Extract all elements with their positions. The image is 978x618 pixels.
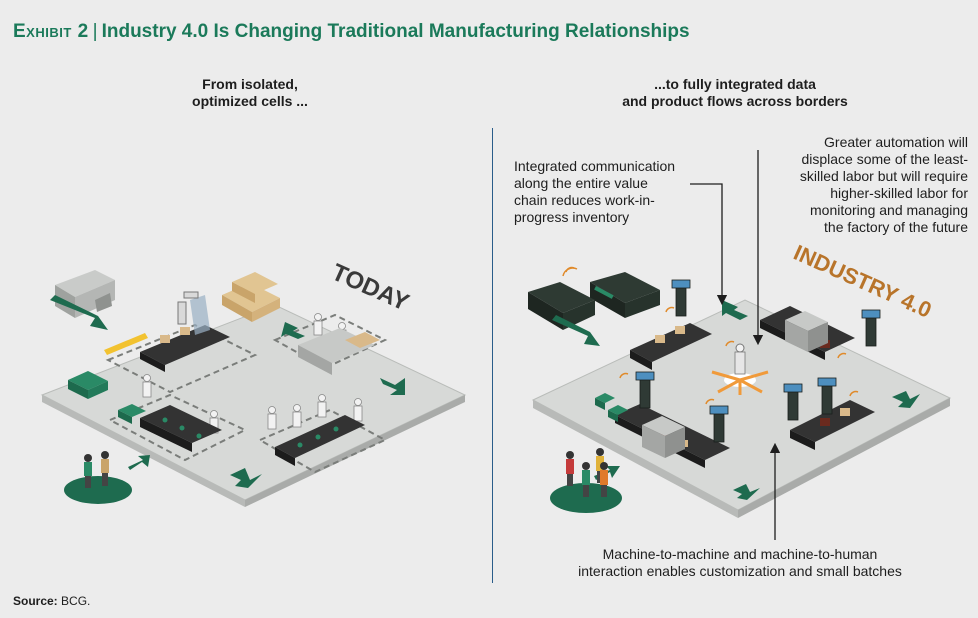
- inventory-boxes-icon: [68, 371, 146, 424]
- wireless-signal-icons: [562, 266, 859, 405]
- note-line: higher-skilled labor for: [830, 185, 968, 201]
- conveyor-icon: [630, 323, 712, 370]
- flow-arrow-icon: [380, 378, 405, 395]
- today-floor-edge: [245, 395, 465, 507]
- conveyor-icon: [790, 400, 875, 450]
- note-line: displace some of the least-: [801, 151, 968, 167]
- scanner-machine-icon: [642, 416, 685, 458]
- title-separator: |: [92, 21, 98, 42]
- inbound-arrow-icon: [50, 295, 108, 330]
- flow-arrow-icon: [733, 484, 760, 500]
- scanner-machine-icon: [785, 311, 828, 352]
- note-line: monitoring and managing: [810, 202, 968, 218]
- today-stamp: TODAY: [328, 259, 413, 317]
- orange-arrows-icon: [711, 370, 769, 395]
- source-note: Source: BCG.: [13, 594, 90, 608]
- robot-arm-icon: [177, 291, 199, 325]
- industry-scene: INDUSTRY 4.0: [528, 240, 952, 518]
- title-text: Industry 4.0 Is Changing Traditional Man…: [101, 21, 690, 42]
- industry-floor-edge: [738, 398, 950, 518]
- source-label: Source:: [13, 594, 58, 608]
- note-line: the factory of the future: [824, 219, 968, 235]
- right-header-line1: ...to fully integrated data: [654, 76, 816, 92]
- note-line: chain reduces work-in-: [514, 192, 655, 208]
- flow-arrow-icon: [281, 322, 305, 339]
- top-conveyor-icon: [140, 295, 230, 372]
- industry-floor-edge: [533, 400, 738, 518]
- today-floor-edge: [42, 395, 245, 507]
- right-header-line2: and product flows across borders: [622, 93, 848, 109]
- right-conveyor-icon: [275, 415, 365, 466]
- inbound-arrow-icon: [552, 315, 600, 346]
- note-machine-to-machine: Machine-to-machine and machine-to-human …: [540, 546, 940, 580]
- note-integrated-communication: Integrated communication along the entir…: [514, 158, 675, 226]
- flow-arrow-icon: [722, 300, 748, 320]
- right-header: ...to fully integrated data and product …: [580, 76, 890, 110]
- note-greater-automation: Greater automation will displace some of…: [800, 134, 968, 236]
- customer-icons: [566, 448, 608, 497]
- note-line: progress inventory: [514, 209, 630, 225]
- customer-icons: [84, 451, 109, 488]
- exhibit-title: Exhibit 2|Industry 4.0 Is Changing Tradi…: [13, 21, 690, 43]
- flow-arrow-icon: [230, 468, 262, 488]
- annotation-arrows: [690, 150, 781, 540]
- left-header-line2: optimized cells ...: [192, 93, 308, 109]
- boxes-stack-icon: [222, 272, 280, 322]
- customer-platform: [64, 476, 132, 504]
- source-text: BCG.: [61, 594, 91, 608]
- worker-icons: [142, 313, 363, 434]
- annotation-arrow: [690, 183, 728, 306]
- flow-arrow-icon: [128, 455, 150, 470]
- left-header: From isolated, optimized cells ...: [150, 76, 350, 110]
- autonomous-truck-icon: [590, 272, 660, 318]
- note-line: skilled labor but will require: [799, 168, 968, 184]
- note-line: Greater automation will: [824, 134, 968, 150]
- note-line: along the entire value: [514, 175, 648, 191]
- left-conveyor-icon: [140, 405, 222, 452]
- flow-arrow-icon: [892, 391, 920, 408]
- exhibit-label: Exhibit 2: [13, 21, 89, 42]
- hazard-tape: [104, 333, 148, 355]
- panel-divider: [492, 128, 493, 583]
- workbench-icon: [298, 328, 380, 375]
- left-header-line1: From isolated,: [202, 76, 298, 92]
- note-line: interaction enables customization and sm…: [578, 563, 902, 579]
- robot-icons: [635, 279, 881, 443]
- note-line: Machine-to-machine and machine-to-human: [602, 546, 878, 562]
- inventory-boxes-icon: [595, 393, 628, 422]
- today-scene: TODAY: [40, 259, 467, 507]
- note-line: Integrated communication: [514, 158, 676, 174]
